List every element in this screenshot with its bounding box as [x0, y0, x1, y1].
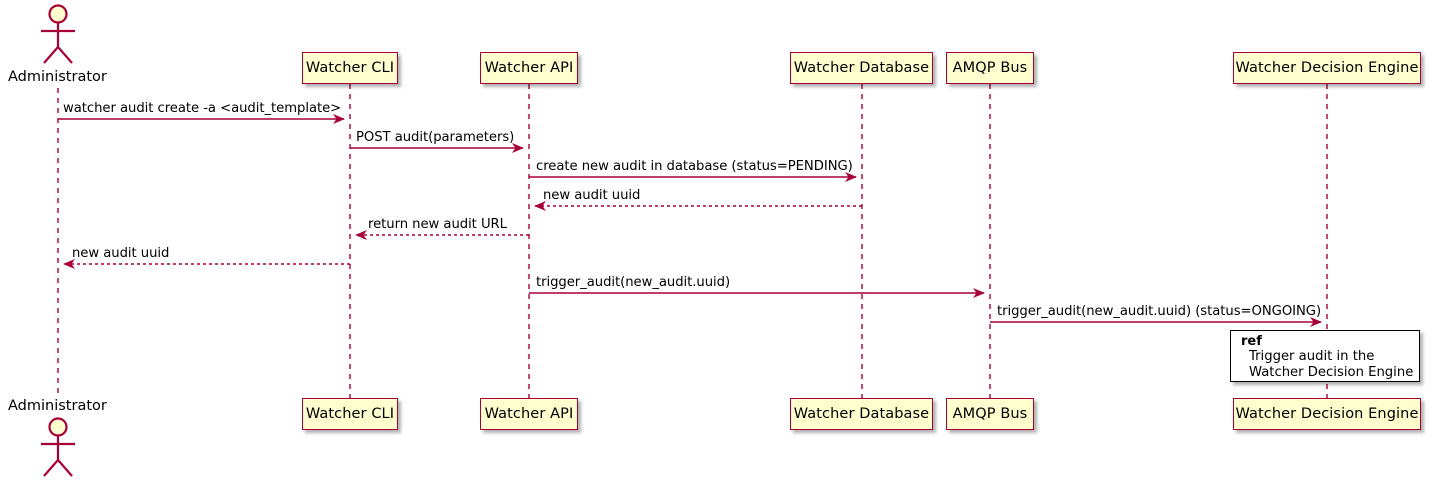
- actor-administrator-bottom: [41, 417, 75, 477]
- participant-label: Watcher Decision Engine: [1235, 406, 1419, 422]
- lifelines-top: [57, 84, 1328, 398]
- participant-watcher-database-bottom[interactable]: Watcher Database: [790, 398, 933, 430]
- participant-label: Watcher Database: [793, 60, 930, 76]
- participant-label: AMQP Bus: [952, 406, 1028, 422]
- participant-label: Watcher CLI: [305, 406, 395, 422]
- participant-watcher-database-top[interactable]: Watcher Database: [790, 52, 933, 84]
- participant-label: Watcher API: [484, 60, 574, 76]
- message-label-2: POST audit(parameters): [356, 130, 515, 145]
- participant-label: Watcher Decision Engine: [1235, 60, 1419, 76]
- participant-watcher-decision-engine-bottom[interactable]: Watcher Decision Engine: [1233, 398, 1421, 430]
- participant-label: AMQP Bus: [952, 60, 1028, 76]
- message-label-3: create new audit in database (status=PEN…: [536, 159, 853, 174]
- ref-fragment: [1230, 330, 1420, 382]
- participant-watcher-decision-engine-top[interactable]: Watcher Decision Engine: [1233, 52, 1421, 84]
- actor-label-administrator-bottom: Administrator: [8, 398, 107, 414]
- participant-label: Watcher CLI: [305, 60, 395, 76]
- actor-administrator-top: [41, 4, 75, 64]
- ref-fragment-line-1: Trigger audit in the: [1249, 349, 1375, 364]
- participant-amqp-bus-top[interactable]: AMQP Bus: [946, 52, 1034, 84]
- message-label-1: watcher audit create -a <audit_template>: [63, 101, 342, 116]
- message-label-6: new audit uuid: [72, 246, 170, 261]
- participant-label: Watcher Database: [793, 406, 930, 422]
- message-label-4: new audit uuid: [543, 188, 641, 203]
- message-label-8: trigger_audit(new_audit.uuid) (status=ON…: [997, 304, 1322, 319]
- participant-label: Watcher API: [484, 406, 574, 422]
- participant-watcher-api-bottom[interactable]: Watcher API: [480, 398, 578, 430]
- message-label-5: return new audit URL: [368, 217, 507, 232]
- participant-watcher-cli-bottom[interactable]: Watcher CLI: [302, 398, 398, 430]
- participant-watcher-cli-top[interactable]: Watcher CLI: [302, 52, 398, 84]
- actor-label-administrator-top: Administrator: [8, 69, 107, 85]
- ref-fragment-tab-label: ref: [1241, 334, 1262, 349]
- participant-watcher-api-top[interactable]: Watcher API: [480, 52, 578, 84]
- participant-amqp-bus-bottom[interactable]: AMQP Bus: [946, 398, 1034, 430]
- message-label-7: trigger_audit(new_audit.uuid): [536, 275, 731, 290]
- ref-fragment-line-2: Watcher Decision Engine: [1249, 365, 1414, 380]
